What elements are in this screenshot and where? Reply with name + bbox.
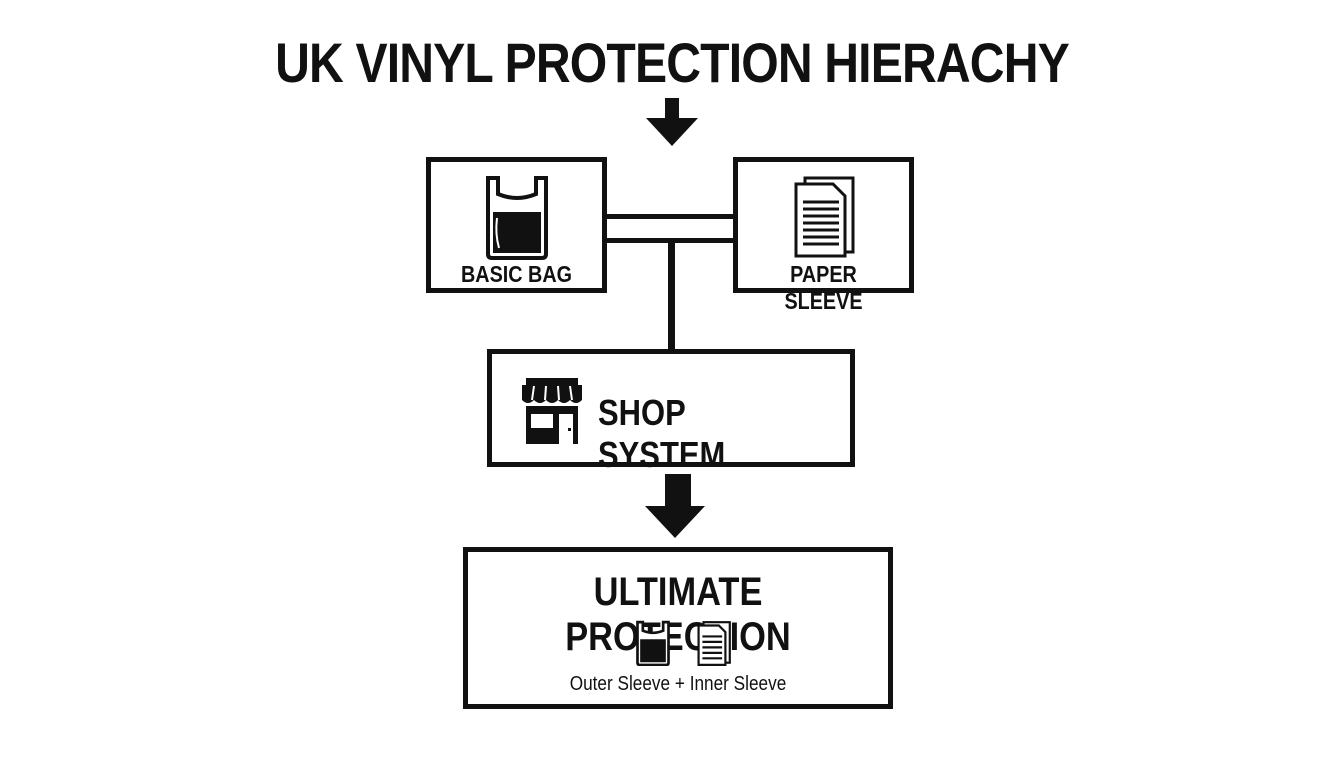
connector-bag-sleeve: [604, 214, 738, 243]
node-basic-bag: BASIC BAG: [426, 157, 607, 293]
node-paper-sleeve: PAPER SLEEVE: [733, 157, 914, 314]
paper-sleeve-icon: [794, 176, 855, 258]
arrow-shop-to-ultimate: [645, 474, 705, 538]
node-shop-system: SHOP SYSTEM: [487, 349, 855, 475]
node-ultimate-caption: Outer Sleeve + Inner Sleeve: [569, 673, 787, 695]
shop-icon: [522, 378, 582, 444]
arrow-title-to-row: [646, 98, 698, 146]
diagram-title: UK VINYL PROTECTION HIERACHY: [275, 31, 1070, 94]
node-shop-system-label: SHOP SYSTEM: [598, 392, 726, 475]
paper-sleeve-icon: [697, 621, 731, 666]
node-ultimate-label: ULTIMATE PROTECTION: [565, 570, 791, 659]
connector-row-to-shop: [668, 241, 675, 352]
node-basic-bag-label: BASIC BAG: [461, 261, 572, 287]
node-paper-sleeve-label: PAPER SLEEVE: [784, 261, 863, 314]
node-ultimate-protection: ULTIMATE PROTECTION Outer Sleeve + Inner…: [463, 547, 893, 709]
plastic-bag-icon: [486, 176, 548, 260]
plastic-bag-icon: [636, 620, 670, 666]
